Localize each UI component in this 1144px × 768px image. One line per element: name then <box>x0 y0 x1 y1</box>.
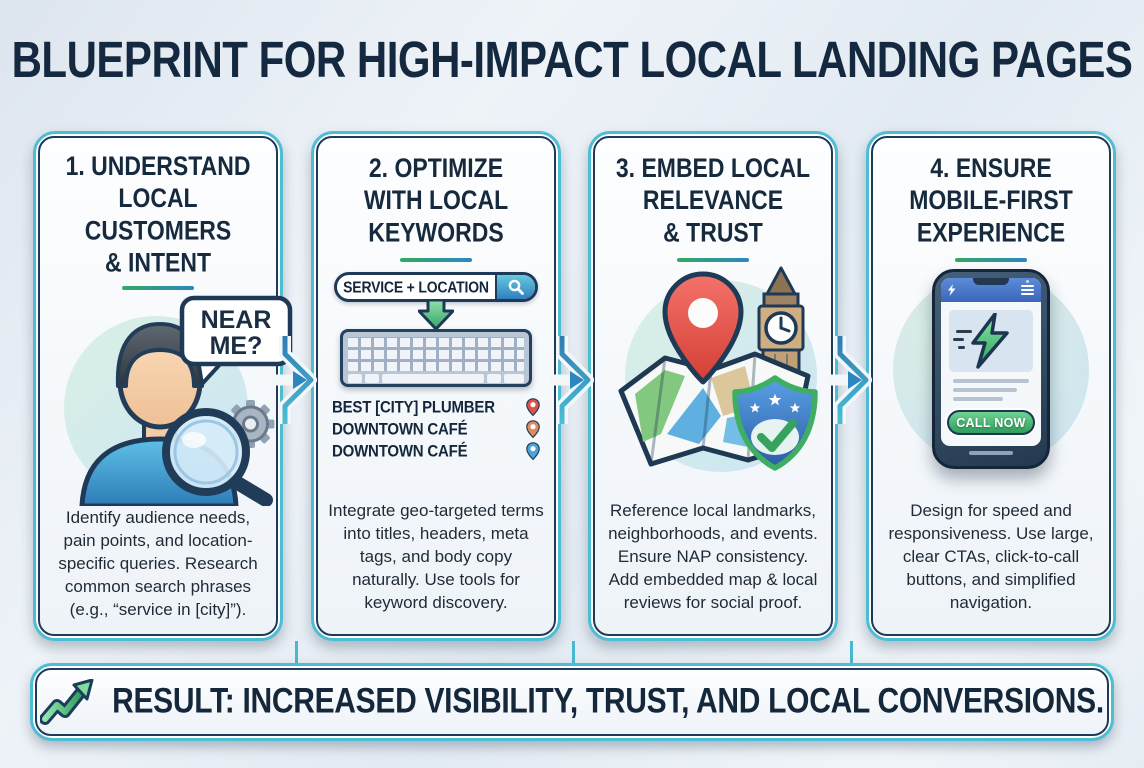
heading-underline <box>400 258 472 262</box>
shield-check-icon <box>732 375 818 471</box>
hero-image-placeholder <box>949 310 1033 372</box>
phone-home-bar <box>969 451 1013 455</box>
local-trust-illustration-icon <box>618 266 818 472</box>
heading-line: & INTENT <box>104 247 212 278</box>
small-lightning-icon <box>948 284 956 296</box>
heading-line: KEYWORDS <box>368 217 504 248</box>
customer-search-illustration-icon: NEAR ME? <box>64 295 293 509</box>
step-card-4: 4. ENSURE MOBILE-FIRST EXPERIENCE <box>866 131 1116 641</box>
location-pin-icon <box>662 271 744 385</box>
connector-line <box>295 641 298 666</box>
step-connector-arrow-icon <box>550 336 594 424</box>
heading-underline <box>122 286 194 290</box>
connector-line <box>572 641 575 666</box>
step-4-description: Design for speed and responsiveness. Use… <box>888 501 1094 612</box>
heading-line: WITH LOCAL <box>363 185 509 215</box>
keyword-label: DOWNTOWN CAFÉ <box>332 441 468 461</box>
heading-line: RELEVANCE <box>642 185 784 215</box>
map-pin-icon <box>526 442 540 460</box>
step-card-2: 2. OPTIMIZE WITH LOCAL KEYWORDS SERVICE … <box>311 131 561 641</box>
phone-notch <box>973 278 1009 285</box>
call-now-button: CALL NOW <box>947 410 1035 435</box>
result-text: RESULT: INCREASED VISIBILITY, TRUST, AND… <box>112 681 1104 721</box>
hamburger-menu-icon <box>1021 285 1034 295</box>
heading-line: LOCAL CUSTOMERS <box>84 182 232 246</box>
map-pin-icon <box>526 398 540 416</box>
step-1-heading: 1. UNDERSTAND LOCAL CUSTOMERS & INTENT <box>48 150 268 279</box>
bubble-text-line: NEAR <box>201 306 272 334</box>
search-query-text: SERVICE + LOCATION <box>343 278 489 296</box>
heading-line: MOBILE-FIRST <box>909 185 1073 215</box>
step-2-description: Integrate geo-targeted terms into titles… <box>328 501 544 612</box>
step-card-1: 1. UNDERSTAND LOCAL CUSTOMERS & INTENT <box>33 131 293 641</box>
keyword-list: BEST [CITY] PLUMBER DOWNTOWN CAFÉ <box>332 396 540 462</box>
heading-line: 3. EMBED LOCAL <box>615 152 811 183</box>
step-2-heading: 2. OPTIMIZE WITH LOCAL KEYWORDS <box>364 152 508 249</box>
magnifier-icon <box>162 408 273 507</box>
heading-underline <box>677 258 749 262</box>
bubble-text-line: ME? <box>210 332 263 360</box>
lightning-bolt-icon <box>971 313 1009 369</box>
heading-underline <box>955 258 1027 262</box>
heading-line: 4. ENSURE <box>930 152 1052 183</box>
search-icon <box>508 279 524 295</box>
camera-dot <box>1026 280 1029 283</box>
keyword-row: DOWNTOWN CAFÉ <box>332 440 540 462</box>
heading-line: & TRUST <box>663 217 763 248</box>
keyword-row: BEST [CITY] PLUMBER <box>332 396 540 418</box>
connector-line <box>850 641 853 666</box>
step-3-description: Reference local landmarks, neighborhoods… <box>608 501 818 612</box>
speech-bubble: NEAR ME? <box>179 295 293 386</box>
keyword-label: DOWNTOWN CAFÉ <box>332 419 468 439</box>
result-banner: RESULT: INCREASED VISIBILITY, TRUST, AND… <box>30 663 1114 741</box>
text-lines-placeholder <box>953 379 1029 406</box>
step-connector-arrow-icon <box>828 336 872 424</box>
search-bar: SERVICE + LOCATION <box>334 272 538 302</box>
keyword-row: DOWNTOWN CAFÉ <box>332 418 540 440</box>
arrow-down-icon <box>418 300 454 330</box>
map-pin-icon <box>526 420 540 438</box>
heading-line: 2. OPTIMIZE <box>368 152 504 183</box>
search-button <box>495 275 535 299</box>
step-3-heading: 3. EMBED LOCAL RELEVANCE & TRUST <box>616 152 810 249</box>
step-1-illustration: NEAR ME? <box>48 294 293 509</box>
smartphone-icon: CALL NOW <box>932 269 1050 469</box>
step-card-3: 3. EMBED LOCAL RELEVANCE & TRUST <box>588 131 838 641</box>
trending-up-icon <box>40 679 94 725</box>
keyword-label: BEST [CITY] PLUMBER <box>332 397 495 417</box>
keyboard-icon <box>340 329 532 387</box>
page-title: BLUEPRINT FOR HIGH-IMPACT LOCAL LANDING … <box>11 30 1133 89</box>
step-1-description: Identify audience needs, pain points, an… <box>58 508 258 619</box>
step-connector-arrow-icon <box>273 336 317 424</box>
step-4-illustration: CALL NOW <box>881 266 1101 478</box>
heading-line: 1. UNDERSTAND <box>65 150 251 181</box>
step-3-illustration <box>603 266 823 478</box>
step-2-illustration: SERVICE + LOCATION <box>326 266 546 478</box>
step-4-heading: 4. ENSURE MOBILE-FIRST EXPERIENCE <box>909 152 1073 249</box>
heading-line: EXPERIENCE <box>916 217 1066 248</box>
phone-screen: CALL NOW <box>941 278 1041 446</box>
